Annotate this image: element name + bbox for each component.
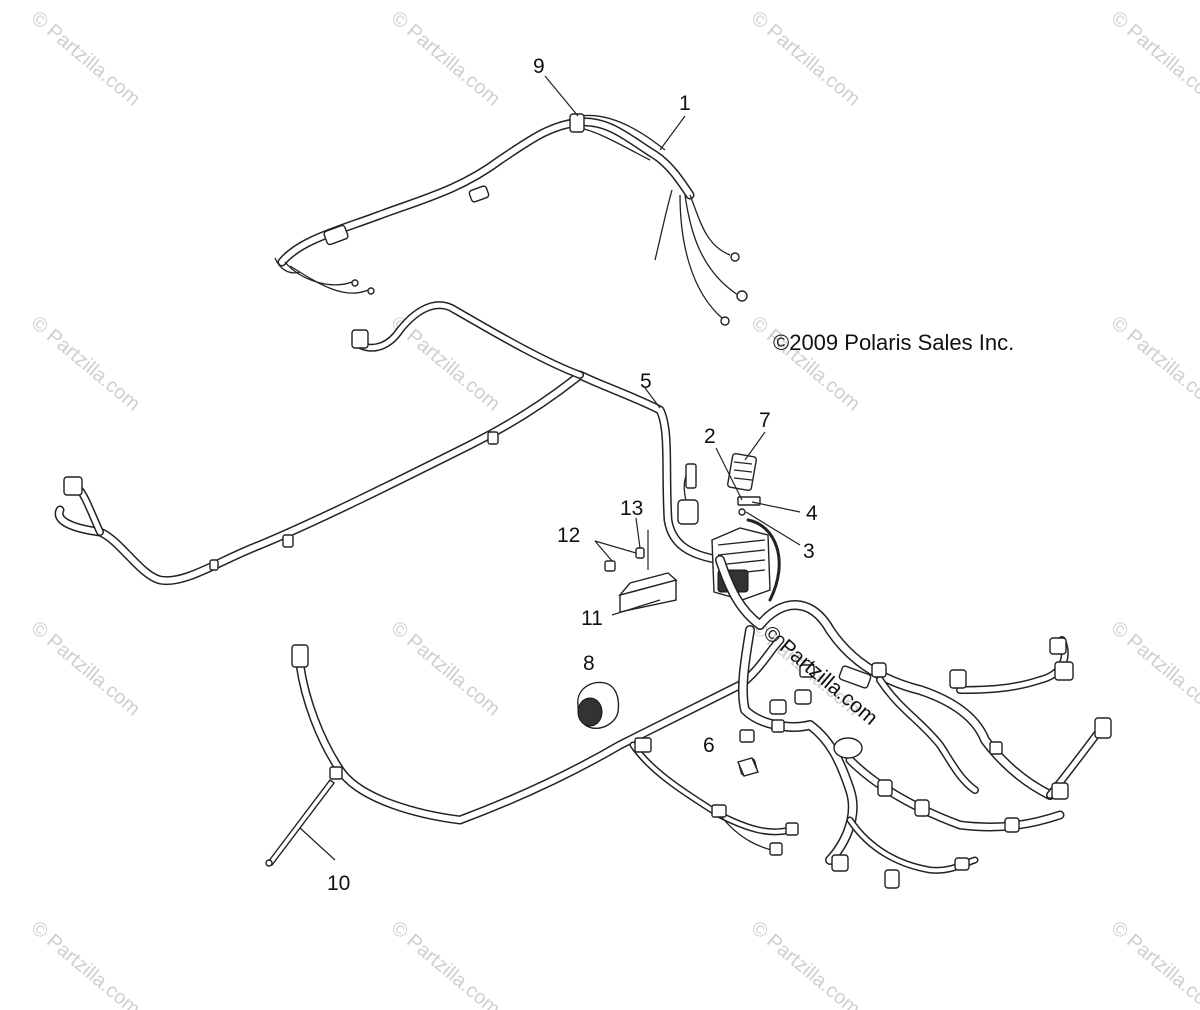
watermark-text: © Partzilla.com xyxy=(27,7,144,110)
watermark-text: © Partzilla.com xyxy=(27,917,144,1010)
callout-7: 7 xyxy=(759,409,771,432)
watermark-text: © Partzilla.com xyxy=(747,7,864,110)
watermark-text: © Partzilla.com xyxy=(1107,312,1200,415)
relay-can xyxy=(577,681,620,729)
callout-13: 13 xyxy=(620,497,643,520)
main-harness xyxy=(715,555,1112,889)
upper-harness xyxy=(274,113,748,326)
copyright-text: ©2009 Polaris Sales Inc. xyxy=(773,330,1014,355)
leader-lines xyxy=(299,75,801,861)
watermark-text: © Partzilla.com xyxy=(387,917,504,1010)
watermark-text: © Partzilla.com xyxy=(1107,7,1200,110)
callout-10: 10 xyxy=(327,872,350,895)
watermark-text: © Partzilla.com xyxy=(387,7,504,110)
callout-12: 12 xyxy=(557,524,580,547)
callout-5: 5 xyxy=(640,370,652,393)
lower-harness xyxy=(265,635,799,867)
watermark-text: © Partzilla.com xyxy=(747,312,864,415)
watermark-text: © Partzilla.com xyxy=(747,917,864,1010)
callout-4: 4 xyxy=(806,502,818,525)
watermark-layer: © Partzilla.com © Partzilla.com © Partzill… xyxy=(27,7,1200,1010)
callout-9: 9 xyxy=(533,55,545,78)
callout-11: 11 xyxy=(581,607,603,630)
watermark-text: © Partzilla.com xyxy=(1107,917,1200,1010)
watermark-text: © Partzilla.com xyxy=(27,312,144,415)
callout-3: 3 xyxy=(803,540,815,563)
connector-6 xyxy=(737,757,759,777)
watermark-text: © Partzilla.com xyxy=(27,617,144,720)
watermark-text: © Partzilla.com xyxy=(387,617,504,720)
watermark-text: © Partzilla.com xyxy=(1107,617,1200,720)
middle-harness xyxy=(54,301,725,586)
callout-2: 2 xyxy=(704,425,716,448)
callout-1: 1 xyxy=(679,92,691,115)
callout-6: 6 xyxy=(703,734,715,757)
callout-labels: 9 1 5 7 2 4 13 12 3 11 8 6 10 xyxy=(327,55,818,895)
callout-8: 8 xyxy=(583,652,595,675)
